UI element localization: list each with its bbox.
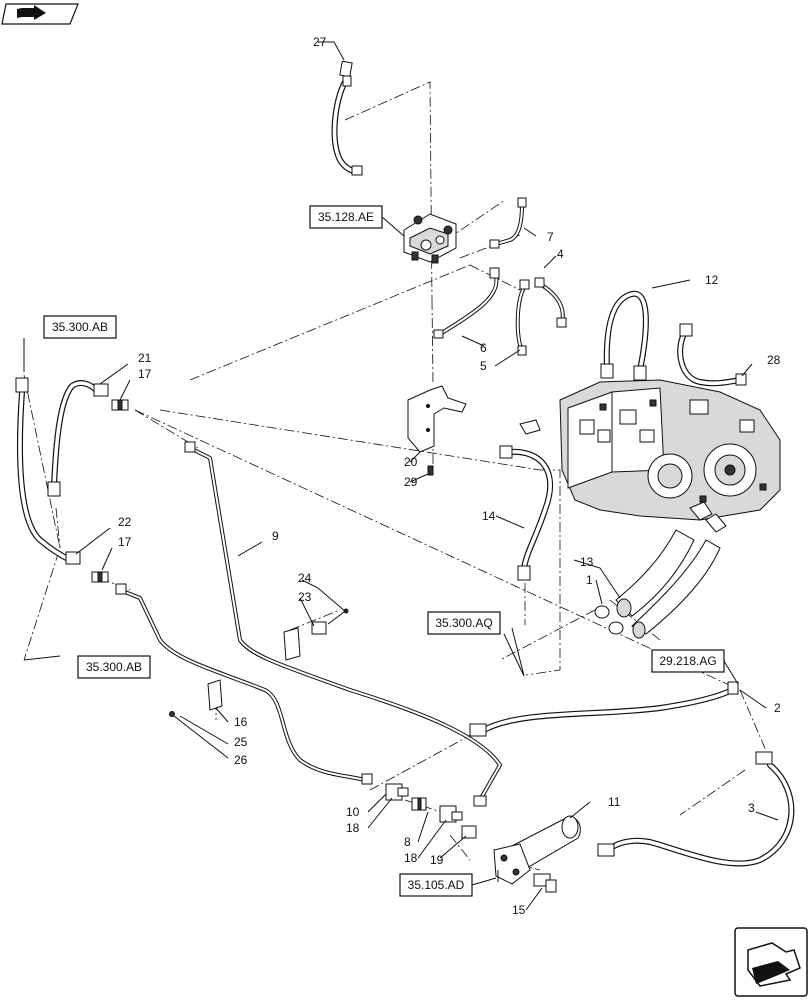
callout-number: 15 (512, 903, 526, 917)
callout-number: 10 (346, 805, 360, 819)
callout-number: 19 (430, 853, 444, 867)
callout-number: 17 (118, 535, 132, 549)
reference-box-frame (427, 611, 501, 635)
tube-7 (489, 197, 527, 249)
hose-2 (469, 681, 739, 737)
book-arrow-icon[interactable] (1, 3, 79, 25)
reference-label: 35.105.AD (408, 878, 465, 892)
fitting-15 (533, 873, 557, 893)
reference-connector (381, 216, 405, 237)
reference-connector (471, 877, 497, 886)
callout-number: 21 (138, 351, 152, 365)
callout-number: 6 (480, 341, 487, 355)
bolt-29 (427, 465, 434, 476)
clip-16 (207, 679, 223, 711)
reference-label: 29.218.AG (659, 654, 716, 668)
callout-number: 7 (547, 230, 554, 244)
callout-number: 24 (298, 571, 312, 585)
callout-number: 14 (482, 509, 496, 523)
reference-box-ref-35-300-aq[interactable]: 35.300.AQ (427, 611, 501, 635)
reference-label: 35.300.AQ (435, 616, 492, 630)
callout-number: 26 (234, 753, 248, 767)
tube-9 (184, 441, 502, 807)
hose-27 (331, 60, 363, 176)
callout-number: 17 (138, 367, 152, 381)
hydraulic-pump-assembly (519, 379, 781, 533)
callout-number: 25 (234, 735, 248, 749)
bolt-26 (169, 711, 175, 717)
tube-4 (534, 277, 567, 328)
clip-23 (283, 621, 327, 661)
hose-13 (615, 529, 721, 639)
reference-box-frame (77, 655, 151, 679)
clamp-1 (594, 605, 624, 635)
hose-28 (677, 323, 747, 387)
hose-21 (15, 377, 109, 565)
callout-number: 12 (705, 273, 719, 287)
reference-box-ref-35-105-ad[interactable]: 35.105.AD (399, 873, 473, 897)
callout-number: 11 (608, 795, 621, 809)
callout-number: 18 (404, 851, 418, 865)
reference-pointer (503, 627, 525, 677)
hose-14 (499, 445, 553, 581)
tube-6 (433, 267, 500, 339)
tube-5 (515, 279, 530, 356)
screw-24 (327, 608, 349, 625)
callout-number: 8 (404, 835, 411, 849)
reference-label: 35.128.AE (318, 210, 374, 224)
fitting-18-left (385, 783, 409, 801)
next-page-arrow-icon[interactable] (734, 927, 808, 997)
reference-box-ref-35-128-ae[interactable]: 35.128.AE (309, 205, 383, 229)
hose-3 (597, 751, 795, 867)
callout-number: 23 (298, 590, 312, 604)
reference-connector (723, 660, 739, 685)
fitting-17-upper (111, 399, 129, 411)
callout-number: 2 (774, 701, 781, 715)
callout-number: 20 (404, 455, 418, 469)
reference-box-ref-35-300-ab-bottom[interactable]: 35.300.AB (77, 655, 151, 679)
hose-12 (600, 290, 649, 381)
callout-number: 16 (234, 715, 248, 729)
tube-10 (115, 583, 373, 785)
reference-box-frame (43, 315, 117, 339)
reference-box-ref-29-218-ag[interactable]: 29.218.AG (651, 649, 725, 673)
callout-leaders (75, 41, 779, 911)
fitting-18-right (439, 805, 463, 823)
valve-block (403, 213, 457, 264)
callout-number: 3 (748, 801, 755, 815)
callout-number: 29 (404, 475, 418, 489)
fitting-17-lower (91, 571, 109, 583)
reference-label: 35.300.AB (86, 660, 142, 674)
callout-number: 5 (480, 359, 487, 373)
filter-11 (493, 815, 581, 885)
reference-box-ref-35-300-ab-top[interactable]: 35.300.AB (43, 315, 117, 339)
callout-number: 18 (346, 821, 360, 835)
callout-number: 27 (313, 35, 327, 49)
callout-number: 9 (272, 529, 279, 543)
fitting-19 (461, 825, 477, 839)
reference-label: 35.300.AB (52, 320, 108, 334)
fitting-8 (411, 797, 427, 811)
reference-connector (23, 655, 61, 661)
callout-number: 13 (580, 555, 594, 569)
callout-number: 1 (586, 573, 593, 587)
callout-number: 22 (118, 515, 132, 529)
callout-number: 28 (767, 353, 781, 367)
bracket-20 (407, 385, 467, 453)
callout-number: 4 (557, 247, 564, 261)
